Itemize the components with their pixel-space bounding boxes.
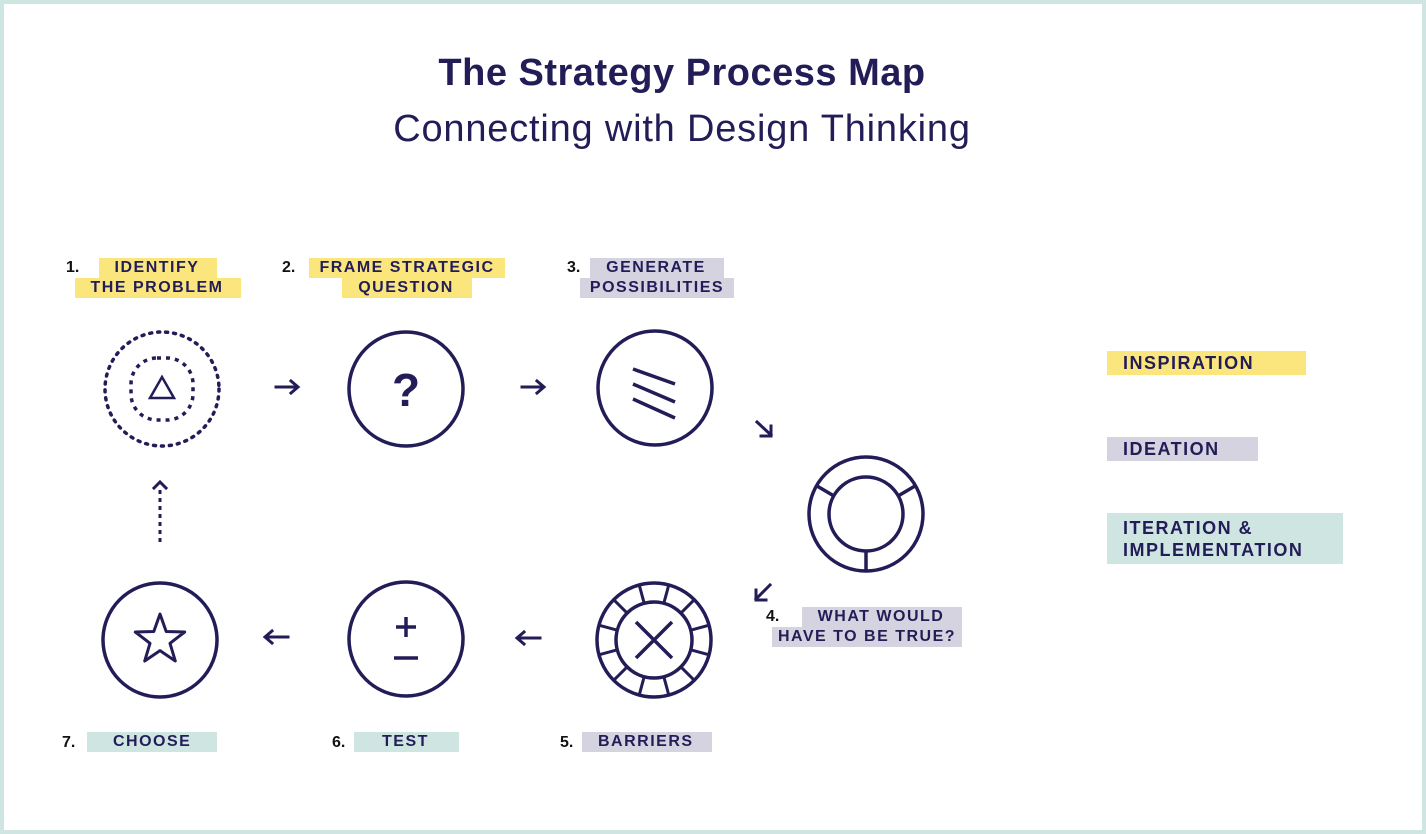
step-1-label-line1: IDENTIFY	[98, 258, 218, 278]
step-4-label: WHAT WOULD HAVE TO BE TRUE?	[764, 607, 970, 647]
step-2-label-line2: QUESTION	[342, 278, 472, 298]
step-7-label-text: CHOOSE	[87, 732, 218, 752]
ring-spoke	[662, 584, 671, 604]
ring-spoke	[690, 623, 710, 632]
segmented-ring-icon	[807, 455, 925, 573]
x-ring-icon	[595, 581, 713, 699]
step-6-label: TEST	[354, 732, 459, 752]
ring-spoke	[637, 676, 646, 696]
step-3-label-line1: GENERATE	[590, 258, 724, 278]
ring-spoke	[637, 584, 646, 604]
step-5-label: BARRIERS	[582, 732, 712, 752]
arrow-up-dotted-icon	[151, 479, 169, 543]
star-icon	[101, 581, 219, 699]
arrow-down-right-icon	[754, 419, 774, 438]
step-7-label: CHOOSE	[87, 732, 218, 752]
step-3-label: GENERATE POSSIBILITIES	[572, 258, 742, 298]
ring-spoke	[690, 648, 710, 657]
step-2-number: 2.	[282, 259, 296, 276]
legend-inspiration: INSPIRATION	[1107, 351, 1306, 375]
arrow-right-icon	[520, 378, 547, 396]
svg-text:?: ?	[392, 364, 420, 416]
legend-iteration-line2: IMPLEMENTATION	[1123, 540, 1304, 560]
ring-spoke	[612, 665, 629, 682]
step-1-label-line2: THE PROBLEM	[74, 278, 242, 298]
step-6-number: 6.	[332, 734, 346, 751]
step-4-label-line2: HAVE TO BE TRUE?	[771, 627, 963, 647]
step-2-label-line1: FRAME STRATEGIC	[309, 258, 505, 278]
step-4-number: 4.	[766, 608, 780, 625]
arrow-left-icon	[262, 628, 290, 646]
arrow-right-icon	[274, 378, 301, 396]
diagram-title: The Strategy Process Map	[438, 52, 926, 94]
step-2-label: FRAME STRATEGIC QUESTION	[302, 258, 512, 298]
arrow-down-left-icon	[753, 582, 773, 602]
ring-spoke	[679, 598, 696, 615]
arrow-left-icon	[514, 629, 542, 647]
step-3-label-line2: POSSIBILITIES	[579, 278, 735, 298]
legend-ideation: IDEATION	[1107, 437, 1258, 461]
ring-spoke	[679, 665, 696, 682]
ring-spoke	[598, 648, 618, 657]
legend-iteration-line1: ITERATION &	[1123, 518, 1254, 538]
question-mark-icon: ?	[347, 330, 465, 448]
ring-spoke	[612, 598, 629, 615]
step-4-label-line1: WHAT WOULD	[801, 607, 963, 627]
step-1-label: IDENTIFY THE PROBLEM	[74, 258, 242, 298]
diagonal-lines-icon	[596, 329, 714, 447]
plus-minus-icon	[347, 580, 465, 698]
step-5-label-text: BARRIERS	[582, 732, 712, 752]
step-7-number: 7.	[62, 734, 76, 751]
ring-spoke	[598, 623, 618, 632]
step-5-number: 5.	[560, 734, 574, 751]
ring-spoke	[662, 676, 671, 696]
diagram-subtitle: Connecting with Design Thinking	[393, 108, 971, 150]
dotted-rings-triangle-icon	[103, 330, 221, 448]
diagram-frame	[4, 4, 1422, 830]
legend-iteration: ITERATION & IMPLEMENTATION	[1107, 513, 1343, 564]
step-6-label-text: TEST	[354, 732, 459, 752]
step-1-number: 1.	[66, 259, 80, 276]
step-3-number: 3.	[567, 259, 581, 276]
